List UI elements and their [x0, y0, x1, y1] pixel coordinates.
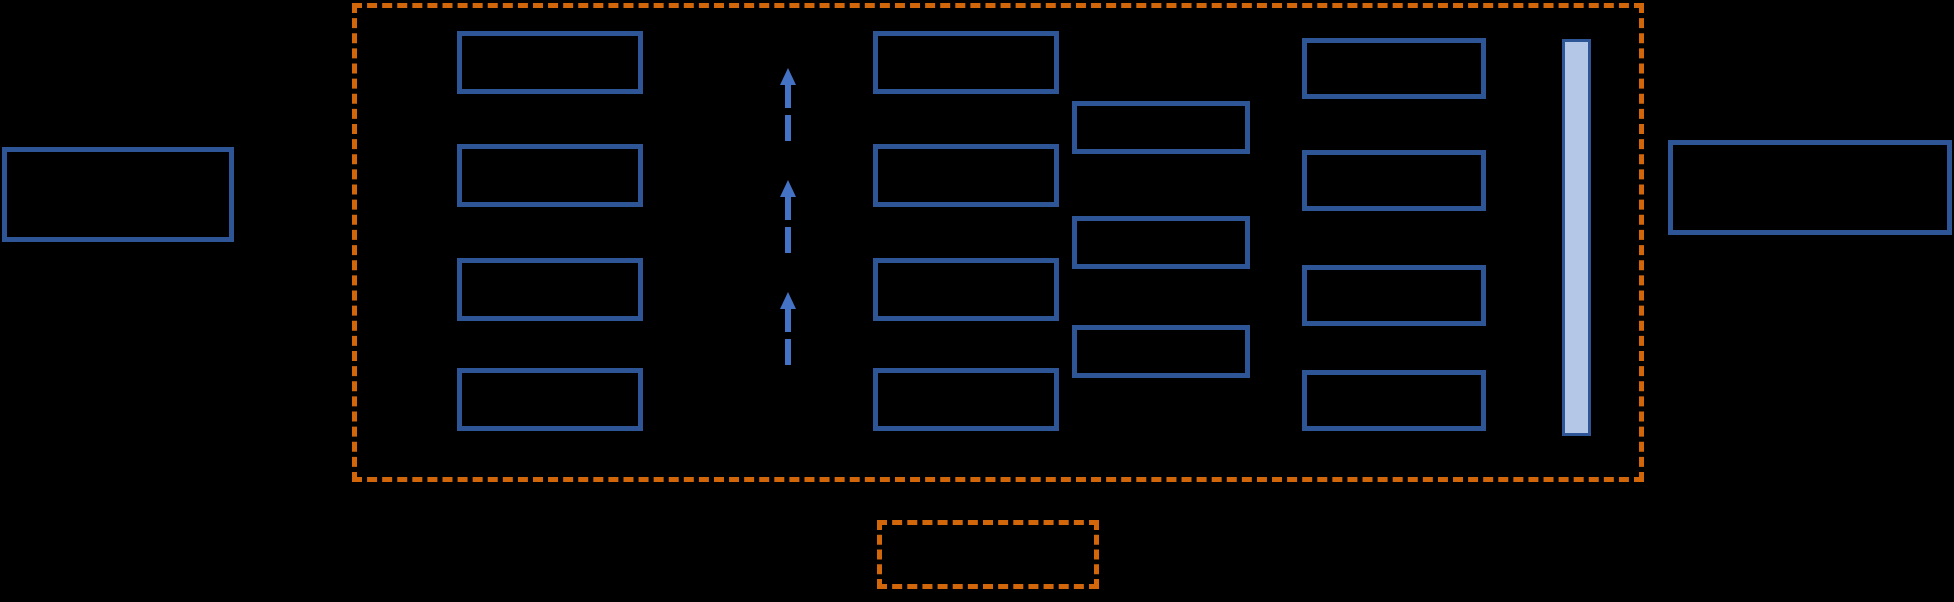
column2-box-2[interactable] [873, 144, 1059, 207]
column1-box-1[interactable] [457, 31, 643, 94]
left-node-box[interactable] [2, 147, 234, 242]
column3-box-2[interactable] [1072, 216, 1250, 269]
column1-box-3[interactable] [457, 258, 643, 321]
arrow-up-3 [776, 292, 800, 365]
column4-box-4[interactable] [1302, 370, 1486, 431]
column1-box-4[interactable] [457, 368, 643, 431]
column2-box-4[interactable] [873, 368, 1059, 431]
column4-box-3[interactable] [1302, 265, 1486, 326]
column2-box-1[interactable] [873, 31, 1059, 94]
bottom-group-container[interactable] [877, 520, 1099, 589]
column3-box-1[interactable] [1072, 101, 1250, 154]
column1-box-2[interactable] [457, 144, 643, 207]
vertical-bar[interactable] [1562, 39, 1591, 436]
column2-box-3[interactable] [873, 258, 1059, 321]
column4-box-1[interactable] [1302, 38, 1486, 99]
arrow-up-1 [776, 68, 800, 141]
right-node-box[interactable] [1668, 140, 1952, 235]
main-group-container[interactable] [352, 3, 1644, 482]
column4-box-2[interactable] [1302, 150, 1486, 211]
column3-box-3[interactable] [1072, 325, 1250, 378]
arrow-up-2 [776, 180, 800, 253]
